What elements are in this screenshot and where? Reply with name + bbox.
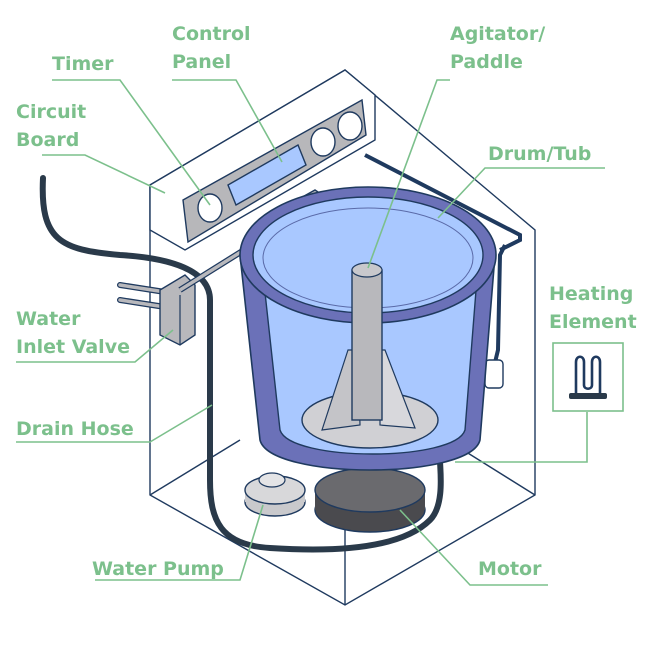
agitator — [301, 262, 439, 449]
heater-connector — [484, 359, 504, 389]
knob — [337, 111, 363, 141]
label-heating-element: Heating Element — [549, 283, 640, 333]
label-agitator: Agitator/ Paddle — [450, 23, 552, 73]
heating-element-inset — [552, 342, 624, 412]
label-drain-hose: Drain Hose — [16, 418, 134, 440]
label-circuit-board: Circuit Board — [16, 101, 93, 151]
water-pump — [244, 472, 306, 517]
label-timer: Timer — [52, 53, 114, 75]
label-control-panel: Control Panel — [172, 23, 257, 73]
label-water-inlet-valve: Water Inlet Valve — [16, 308, 130, 358]
drain-hose — [39, 175, 444, 553]
label-motor: Motor — [478, 558, 542, 580]
control-panel — [149, 69, 376, 251]
label-drum: Drum/Tub — [488, 143, 591, 165]
knob — [310, 127, 336, 157]
label-water-pump: Water Pump — [92, 558, 224, 580]
motor — [314, 467, 426, 533]
leader-lines — [16, 79, 605, 586]
display-screen — [227, 143, 307, 207]
timer-knob — [197, 193, 223, 223]
